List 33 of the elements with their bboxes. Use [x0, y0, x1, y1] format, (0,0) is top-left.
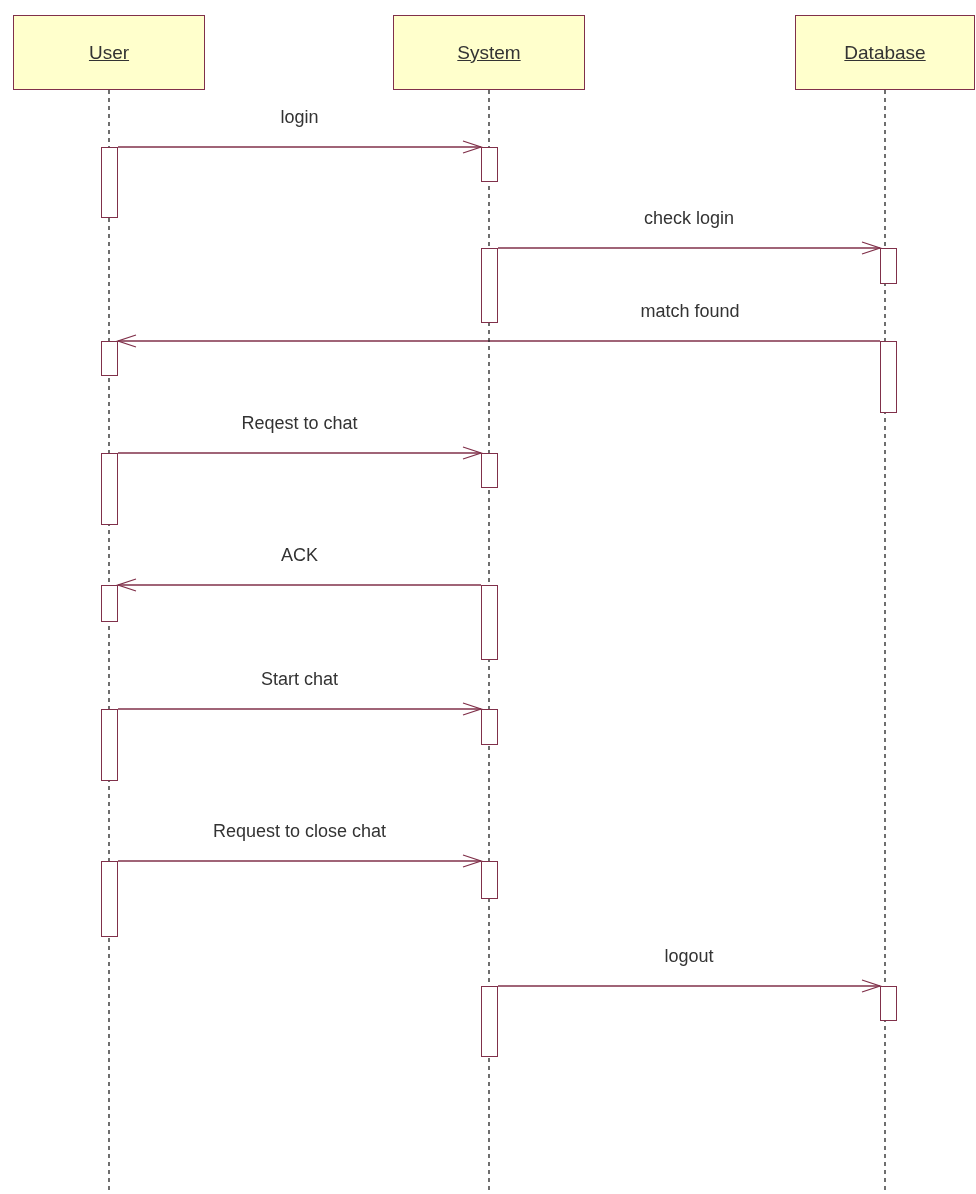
message-arrow — [117, 702, 482, 716]
activation-bar — [481, 248, 498, 323]
message-arrow — [497, 979, 881, 993]
message-label: logout — [662, 946, 716, 967]
activation-bar — [481, 585, 498, 660]
lifeline-header-box — [393, 15, 585, 90]
message-arrow — [117, 578, 482, 592]
activation-bar — [880, 248, 897, 284]
message-arrow — [117, 446, 482, 460]
activation-bar — [101, 453, 118, 525]
message-arrow — [117, 854, 482, 868]
message-arrow — [117, 140, 482, 154]
activation-bar — [481, 709, 498, 745]
lifeline-header-box — [795, 15, 975, 90]
activation-bar — [481, 861, 498, 899]
activation-bar — [101, 341, 118, 376]
activation-bar — [101, 147, 118, 218]
activation-bar — [481, 986, 498, 1057]
activation-bar — [481, 147, 498, 182]
message-arrow — [497, 241, 881, 255]
activation-bar — [880, 986, 897, 1021]
activation-bar — [101, 861, 118, 937]
message-label: login — [278, 107, 321, 128]
activation-bar — [101, 709, 118, 781]
lifeline-header-box — [13, 15, 205, 90]
participant-name: Database — [844, 41, 926, 64]
activation-bar — [481, 453, 498, 488]
activation-bar — [101, 585, 118, 622]
activation-bar — [880, 341, 897, 413]
message-label: Reqest to chat — [239, 413, 360, 434]
message-arrow — [117, 334, 881, 348]
participant-name: User — [88, 41, 130, 64]
participant-name: System — [457, 41, 521, 64]
